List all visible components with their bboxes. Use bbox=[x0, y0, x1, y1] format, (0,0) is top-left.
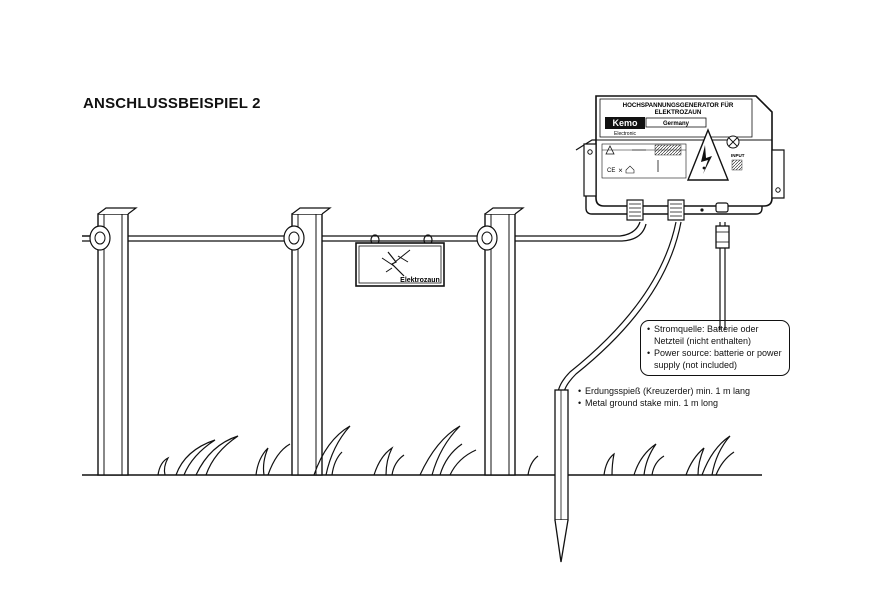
power-callout-item-en: Power source: batterie or power supply (… bbox=[647, 347, 783, 371]
ground-callout-item-en: Metal ground stake min. 1 m long bbox=[578, 397, 778, 409]
brand-sub: Electronic bbox=[614, 131, 636, 137]
diagram-title: ANSCHLUSSBEISPIEL 2 bbox=[83, 95, 261, 112]
power-source-callout: Stromquelle: Batterie oder Netzteil (nic… bbox=[640, 320, 790, 376]
input-label: INPUT bbox=[731, 153, 745, 158]
power-socket bbox=[715, 202, 729, 213]
fence-post bbox=[283, 207, 332, 476]
ground-callout-item-de: Erdungsspieß (Kreuzerder) min. 1 m lang bbox=[578, 385, 778, 397]
fence-terminal bbox=[626, 199, 644, 221]
electric-shock-icon bbox=[381, 249, 411, 277]
fence-post bbox=[476, 207, 525, 476]
brand-country: Germany bbox=[663, 121, 690, 127]
caution-icon bbox=[605, 145, 615, 155]
generator-label-line1: HOCHSPANNUNGSGENERATOR FÜR bbox=[623, 102, 734, 109]
high-voltage-warning-icon bbox=[686, 128, 730, 181]
ground-stake-callout: Erdungsspieß (Kreuzerder) min. 1 m lang … bbox=[578, 385, 778, 409]
ground-cable bbox=[557, 221, 677, 393]
sign-label: Elektrozaun bbox=[400, 277, 440, 284]
warning-sign: Elektrozaun bbox=[355, 234, 445, 287]
ground-terminal bbox=[667, 199, 685, 221]
brand-logo bbox=[605, 117, 645, 129]
brand-name: Kemo bbox=[612, 118, 638, 128]
power-callout-item-de: Stromquelle: Batterie oder Netzteil (nic… bbox=[647, 323, 783, 347]
recycle-mark: ⨯ bbox=[618, 168, 623, 174]
generator-unit: HOCHSPANNUNGSGENERATOR FÜR ELEKTROZAUN K… bbox=[575, 95, 785, 221]
power-plug-icon bbox=[715, 225, 730, 249]
generator-label-line2: ELEKTROZAUN bbox=[655, 109, 702, 116]
fence-post bbox=[89, 207, 138, 476]
fence-wire bbox=[82, 221, 641, 237]
grass bbox=[157, 425, 735, 476]
ground-stake bbox=[554, 389, 569, 563]
ce-mark: CE bbox=[607, 168, 615, 174]
power-led bbox=[702, 166, 706, 170]
